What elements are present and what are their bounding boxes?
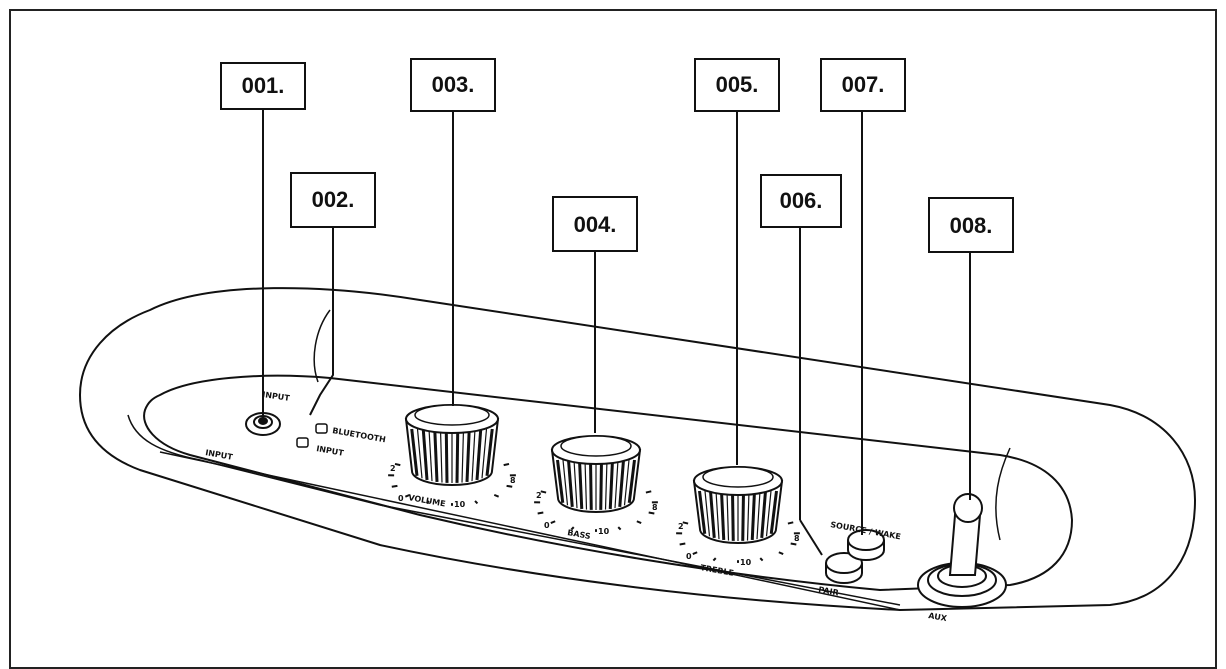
knob-cap-top xyxy=(703,467,773,487)
knob-tick xyxy=(504,464,509,465)
bass-scale-min: 0 xyxy=(544,521,550,530)
svg-text:001.: 001. xyxy=(242,73,285,98)
treble-scale-min: 0 xyxy=(686,552,692,561)
knob-tick xyxy=(649,513,655,514)
treble-scale-max: 10 xyxy=(740,558,752,567)
callout-007: 007. xyxy=(821,59,905,111)
panel-rim-right xyxy=(996,448,1010,540)
volume-scale-8: 8 xyxy=(510,476,516,485)
knob-tick xyxy=(760,558,762,560)
bass-scale-8: 8 xyxy=(652,503,658,512)
label-input-led: INPUT xyxy=(316,444,345,458)
callout-006: 006. xyxy=(761,175,841,227)
label-input-jack: INPUT xyxy=(262,390,291,403)
svg-text:004.: 004. xyxy=(574,212,617,237)
knob-rib xyxy=(446,429,447,483)
led-input xyxy=(297,438,308,447)
label-treble: TREBLE xyxy=(700,563,735,578)
bass-scale-max: 10 xyxy=(598,527,610,536)
knob-tick xyxy=(788,522,793,523)
knob-tick xyxy=(713,558,715,560)
panel-rim-left xyxy=(314,310,330,382)
panel-lip xyxy=(128,415,900,605)
knob-tick xyxy=(693,552,697,554)
label-bluetooth: BLUETOOTH xyxy=(332,426,387,444)
callout-003: 003. xyxy=(411,59,495,111)
knob-tick xyxy=(475,501,477,503)
treble-knob: 0 10 2 8 xyxy=(676,467,800,567)
svg-text:007.: 007. xyxy=(842,72,885,97)
svg-text:008.: 008. xyxy=(950,213,993,238)
bass-scale-2: 2 xyxy=(536,491,542,500)
knob-tick xyxy=(507,486,513,487)
knob-tick xyxy=(637,521,641,523)
callout-008: 008. xyxy=(929,198,1013,252)
callout-001: 001. xyxy=(221,63,305,109)
svg-text:003.: 003. xyxy=(432,72,475,97)
knob-tick xyxy=(680,544,686,545)
svg-text:006.: 006. xyxy=(780,188,823,213)
indicator-leds xyxy=(297,424,327,447)
knob-tick xyxy=(551,521,555,523)
label-aux: AUX xyxy=(928,611,949,623)
volume-scale-2: 2 xyxy=(390,464,396,473)
callout-002: 002. xyxy=(291,173,375,227)
knob-tick xyxy=(494,495,498,497)
volume-scale-min: 0 xyxy=(398,494,404,503)
knob-tick xyxy=(791,544,797,545)
panel-front-edge xyxy=(160,452,900,610)
treble-scale-8: 8 xyxy=(794,534,800,543)
power-toggle xyxy=(918,494,1006,607)
led-bluetooth xyxy=(316,424,327,433)
callout-005: 005. xyxy=(695,59,779,111)
knob-tick xyxy=(618,527,620,529)
knob-tick xyxy=(646,491,651,492)
knob-rib xyxy=(601,460,602,510)
knob-rib xyxy=(457,429,458,483)
knob-tick xyxy=(538,513,544,514)
volume-scale-max: 10 xyxy=(454,500,466,509)
knob-tick xyxy=(392,486,398,487)
knob-cap-top xyxy=(415,405,489,425)
callout-004: 004. xyxy=(553,197,637,251)
svg-text:002.: 002. xyxy=(312,187,355,212)
volume-knob: 0 10 2 8 xyxy=(388,405,516,509)
svg-text:005.: 005. xyxy=(716,72,759,97)
knob-cap-top xyxy=(561,436,631,456)
label-pair: PAIR xyxy=(818,585,840,597)
treble-scale-2: 2 xyxy=(678,522,684,531)
callouts: 001. 002. 003. 004. 005. 006. 007. 008. xyxy=(221,59,1013,252)
knob-tick xyxy=(779,552,783,554)
knob-rib xyxy=(591,460,592,510)
control-panel-diagram: 0 10 2 8 0 10 2 8 0 10 2 8 001. 002. xyxy=(0,0,1226,649)
knob-rib xyxy=(733,491,734,541)
knob-tick xyxy=(395,464,400,465)
knob-rib xyxy=(743,491,744,541)
bass-knob: 0 10 2 8 xyxy=(534,436,658,536)
